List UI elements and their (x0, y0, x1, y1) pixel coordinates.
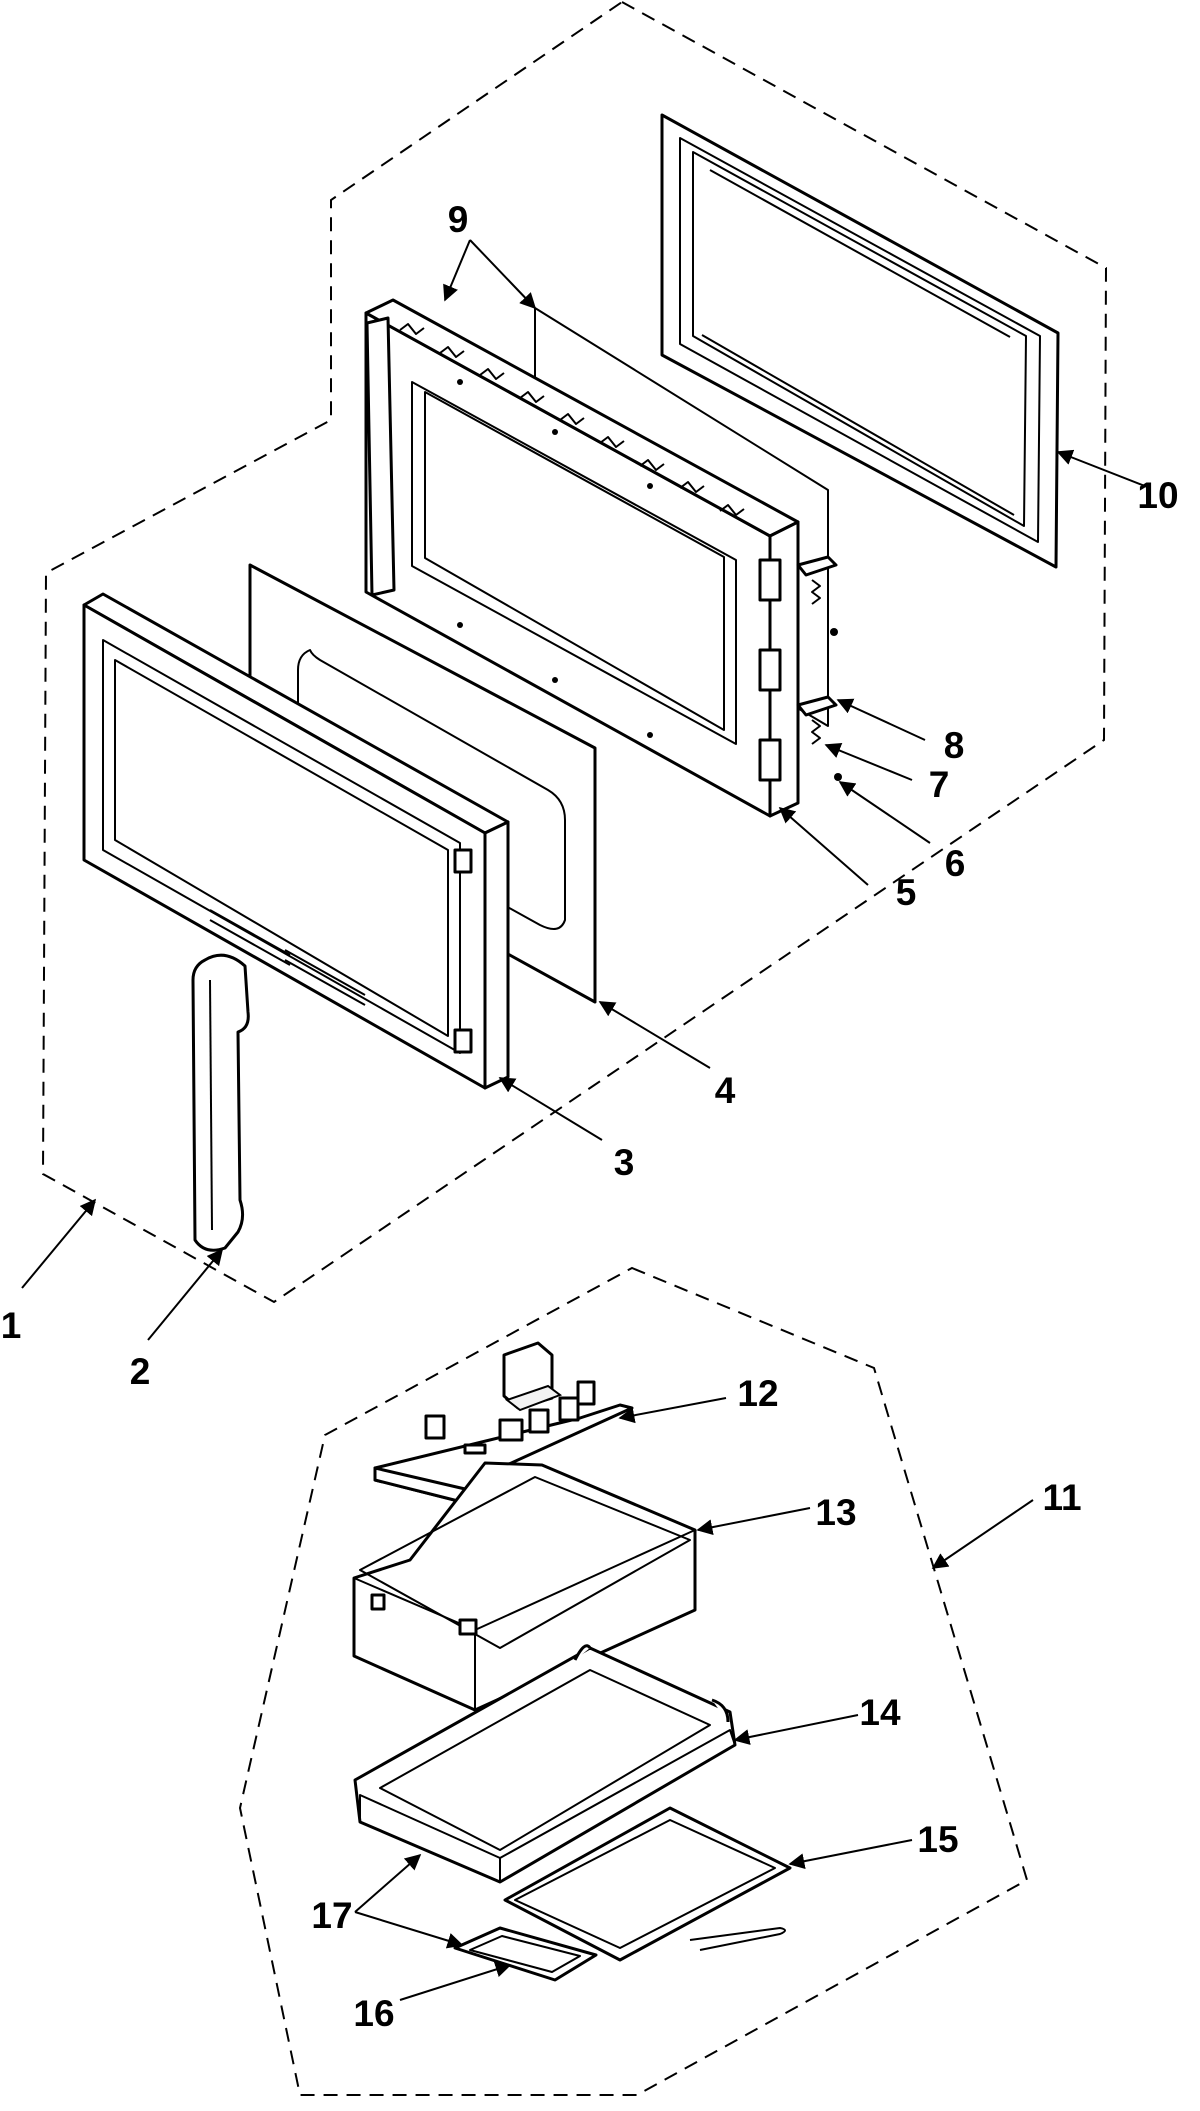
callout-17: 17 (311, 1895, 352, 1936)
part-12-control-board (373, 1341, 634, 1508)
part-14-control-frame (353, 1644, 737, 1884)
callout-5: 5 (896, 872, 917, 913)
callout-1: 1 (1, 1305, 22, 1346)
callout-10: 10 (1137, 475, 1178, 516)
part-2-door-handle (191, 953, 250, 1252)
callout-15: 15 (917, 1819, 958, 1860)
callout-11: 11 (1042, 1477, 1081, 1518)
part-16-display-window (453, 1926, 598, 1982)
callout-9: 9 (448, 199, 469, 240)
callout-12: 12 (737, 1373, 778, 1414)
callout-2: 2 (130, 1351, 151, 1392)
part-3-door-frame (82, 592, 510, 1090)
callout-13: 13 (815, 1492, 856, 1533)
callout-16: 16 (353, 1993, 394, 2034)
callout-6: 6 (945, 843, 966, 884)
callout-7: 7 (929, 764, 950, 805)
part-13-control-tray (352, 1461, 697, 1712)
callout-8: 8 (944, 725, 965, 766)
control-assembly-boundary (238, 1266, 1029, 2096)
part-5-8-latch-hardware (758, 555, 842, 782)
callout-4: 4 (715, 1070, 736, 1111)
callout-3: 3 (614, 1142, 635, 1183)
part-10-door-frame (660, 113, 1060, 569)
part-9-door-panel (364, 298, 829, 818)
callout-14: 14 (859, 1692, 901, 1733)
door-assembly-boundary (41, 0, 1108, 1304)
